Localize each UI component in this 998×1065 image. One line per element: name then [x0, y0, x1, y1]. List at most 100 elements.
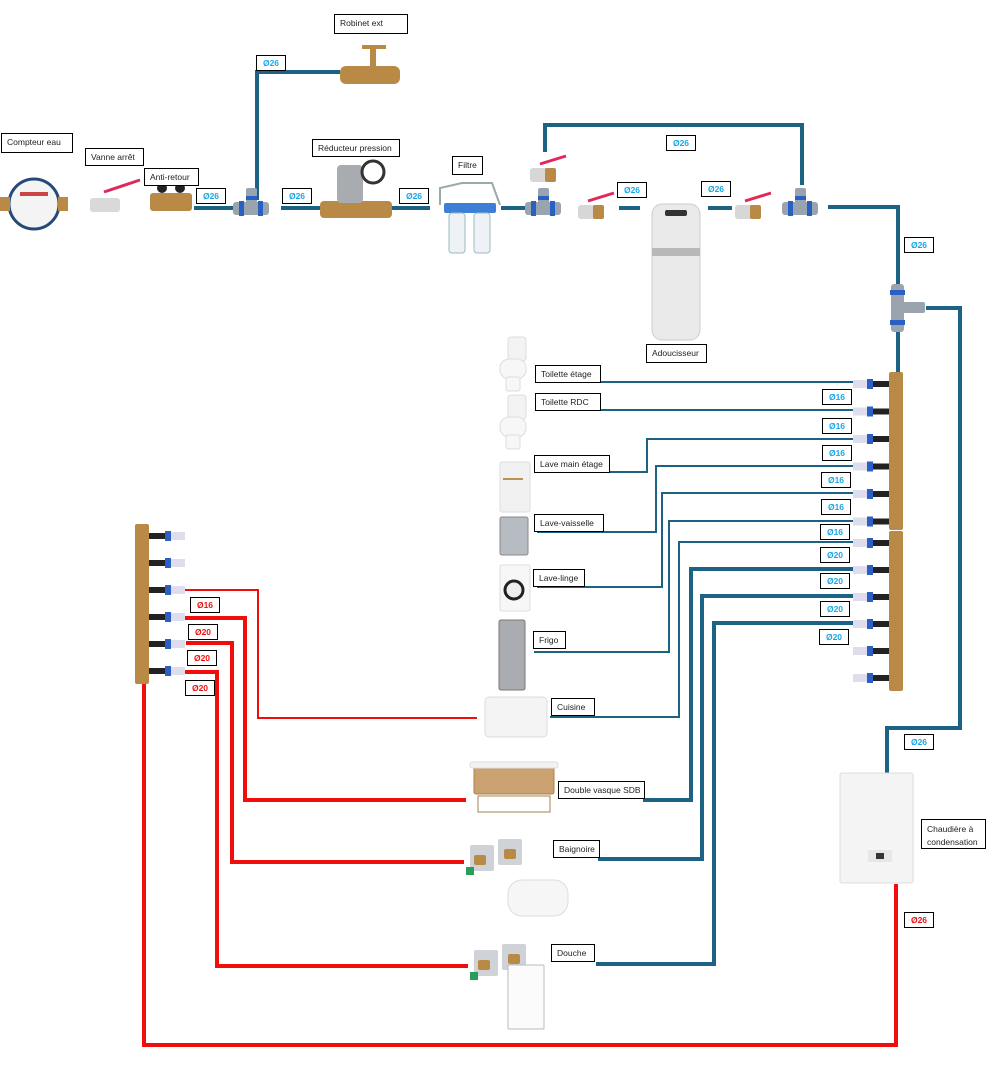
pipe-hot-branch: [186, 641, 464, 864]
tee-fitting-ring: [890, 320, 905, 325]
collector-valve: [873, 381, 889, 387]
diameter-to-boiler: Ø26: [904, 734, 934, 750]
collector-outlet: [853, 435, 869, 443]
toilet-rdc-icon-bowl: [499, 416, 527, 438]
pipe-cold-branch: [596, 621, 855, 966]
collector-outlet-ring: [165, 531, 171, 541]
bath-mixer-icon-fitting: [504, 849, 516, 859]
tee-fitting-branch: [903, 302, 925, 313]
label-lave-main-etage: Lave main étage: [534, 455, 610, 473]
collector-outlet: [853, 674, 869, 682]
diameter-hot-branch: Ø20: [185, 680, 215, 696]
water-meter-fitting: [58, 197, 68, 211]
label-lave-vaisselle: Lave-vaisselle: [534, 514, 604, 532]
filter-cartridge: [473, 212, 491, 254]
collector-outlet-ring: [165, 558, 171, 568]
label-chaudiere: Chaudière à condensation: [921, 819, 986, 849]
vanity-shelf: [477, 795, 551, 813]
collector-outlet: [853, 566, 869, 574]
diameter-hot-branch: Ø16: [190, 597, 220, 613]
label-toilette-etage: Toilette étage: [535, 365, 601, 383]
label-vanne-arret: Vanne arrêt: [85, 148, 144, 166]
collector-valve: [149, 668, 165, 674]
pipe-cold-branch: [643, 567, 855, 802]
diameter-cold-branch: Ø16: [820, 524, 850, 540]
label-compteur-eau: Compteur eau: [1, 133, 73, 153]
diameter-cold-branch: Ø16: [822, 389, 852, 405]
label-double-vasque-sdb: Double vasque SDB: [558, 781, 645, 799]
collector-outlet-ring: [867, 592, 873, 602]
collector-outlet-ring: [165, 666, 171, 676]
pipe-cold-branch: [534, 520, 854, 653]
collector-valve: [149, 533, 165, 539]
hand-basin-handle: [503, 478, 523, 480]
water-meter-fitting: [0, 197, 10, 211]
water-softener-display: [665, 210, 687, 216]
diameter-main-2: Ø26: [282, 188, 312, 204]
toilet-etage-icon-bowl: [499, 358, 527, 380]
collector-outlet: [853, 647, 869, 655]
collector-valve: [873, 491, 889, 497]
filter-head-icon: [444, 203, 496, 213]
stop-valve-icon: [90, 198, 120, 212]
collector-outlet-ring: [867, 619, 873, 629]
diameter-main-1: Ø26: [196, 188, 226, 204]
collector-valve: [149, 614, 165, 620]
outdoor-tap-handle: [362, 45, 386, 49]
tee-fitting-icon-ring: [538, 196, 549, 200]
tee-fitting-icon-ring: [531, 201, 536, 216]
mixer-ring: [470, 972, 478, 980]
pipe-hot-branch: [184, 670, 468, 968]
collector-outlet: [171, 559, 185, 567]
diameter-adoucisseur-out: Ø26: [701, 181, 731, 197]
collector-outlet: [171, 667, 185, 675]
collector-outlet-ring: [165, 585, 171, 595]
dishwasher-icon: [499, 516, 529, 556]
cold-collector-lower: [889, 531, 903, 691]
label-reducteur-pression: Réducteur pression: [312, 139, 400, 157]
label-filtre: Filtre: [452, 156, 483, 175]
collector-valve: [873, 518, 889, 525]
pressure-gauge-icon: [360, 159, 386, 185]
diameter-cold-branch: Ø16: [822, 418, 852, 434]
hand-basin-icon: [499, 461, 531, 513]
pipe-hot-return-boiler: [142, 682, 898, 1047]
tee-fitting-icon-ring: [258, 201, 263, 216]
collector-outlet-ring: [867, 516, 873, 527]
pipe-to-boiler: [885, 306, 962, 775]
ball-valve-icon-end: [593, 205, 604, 219]
diameter-cold-branch: Ø20: [820, 547, 850, 563]
cold-collector-upper: [889, 372, 903, 530]
pipe-robinet-ext: [255, 70, 340, 200]
diameter-hot-branch: Ø20: [188, 624, 218, 640]
label-adoucisseur: Adoucisseur: [646, 344, 707, 363]
mixer-ring: [466, 867, 474, 875]
label-lave-linge: Lave-linge: [533, 569, 585, 587]
water-meter-dial: [20, 192, 48, 196]
pipe-bypass: [543, 123, 804, 185]
toilet-etage-icon-base: [505, 376, 521, 392]
diameter-main-3: Ø26: [399, 188, 429, 204]
ball-valve-icon-handle: [744, 191, 772, 203]
collector-outlet-ring: [867, 379, 873, 389]
collector-outlet: [853, 462, 869, 471]
shower-mixer-icon-fitting: [508, 954, 520, 964]
collector-outlet: [853, 517, 869, 526]
toilet-etage-icon: [507, 336, 527, 362]
water-softener-band: [652, 248, 700, 256]
toilet-rdc-icon-base: [505, 434, 521, 450]
collector-outlet-ring: [867, 489, 873, 499]
collector-outlet-ring: [867, 406, 873, 417]
collector-outlet-ring: [867, 538, 873, 548]
check-valve-icon: [150, 193, 192, 211]
collector-outlet-ring: [867, 461, 873, 472]
pipe-to-tee: [828, 205, 900, 285]
vanity-top: [469, 761, 559, 769]
shower-cabin-icon: [507, 964, 545, 1030]
pipe-cold-branch: [537, 492, 854, 588]
label-toilette-rdc: Toilette RDC: [535, 393, 601, 411]
collector-valve: [149, 641, 165, 647]
bathtub-icon: [507, 879, 569, 917]
